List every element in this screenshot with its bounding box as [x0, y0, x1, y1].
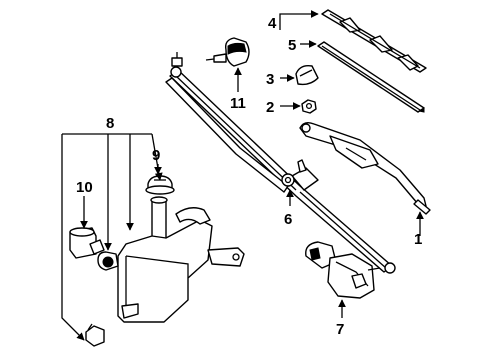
callout-11: 11: [230, 95, 246, 112]
pivot-assembly: [281, 159, 319, 191]
washer-nozzle: [205, 37, 250, 67]
callout-8: 8: [106, 115, 114, 132]
callout-10: 10: [76, 179, 93, 196]
hose-connector: [85, 323, 105, 347]
callout-labels: 4 5 3 2 11 8 9 10 6 1 7: [76, 15, 422, 338]
reservoir-cap: [145, 175, 175, 195]
leader-lines: [61, 10, 424, 341]
callout-2: 2: [266, 99, 274, 116]
washer-reservoir: [117, 196, 245, 323]
callout-4: 4: [268, 15, 277, 32]
wiper-blade-refill: [317, 41, 425, 113]
callout-7: 7: [336, 321, 344, 338]
callout-6: 6: [284, 211, 292, 228]
callout-9: 9: [152, 147, 160, 164]
washer-pump: [69, 227, 105, 259]
wiper-arm: [299, 121, 431, 215]
wiper-blade: [321, 9, 427, 73]
pump-grommet: [97, 251, 119, 271]
pivot-nut: [301, 99, 317, 114]
wiper-motor: [305, 241, 381, 299]
callout-1: 1: [414, 231, 422, 248]
callout-5: 5: [288, 37, 296, 54]
wiper-linkage: [169, 52, 396, 274]
pivot-cap: [295, 64, 319, 86]
callout-3: 3: [266, 71, 274, 88]
linkage-left-arm: [165, 77, 289, 193]
